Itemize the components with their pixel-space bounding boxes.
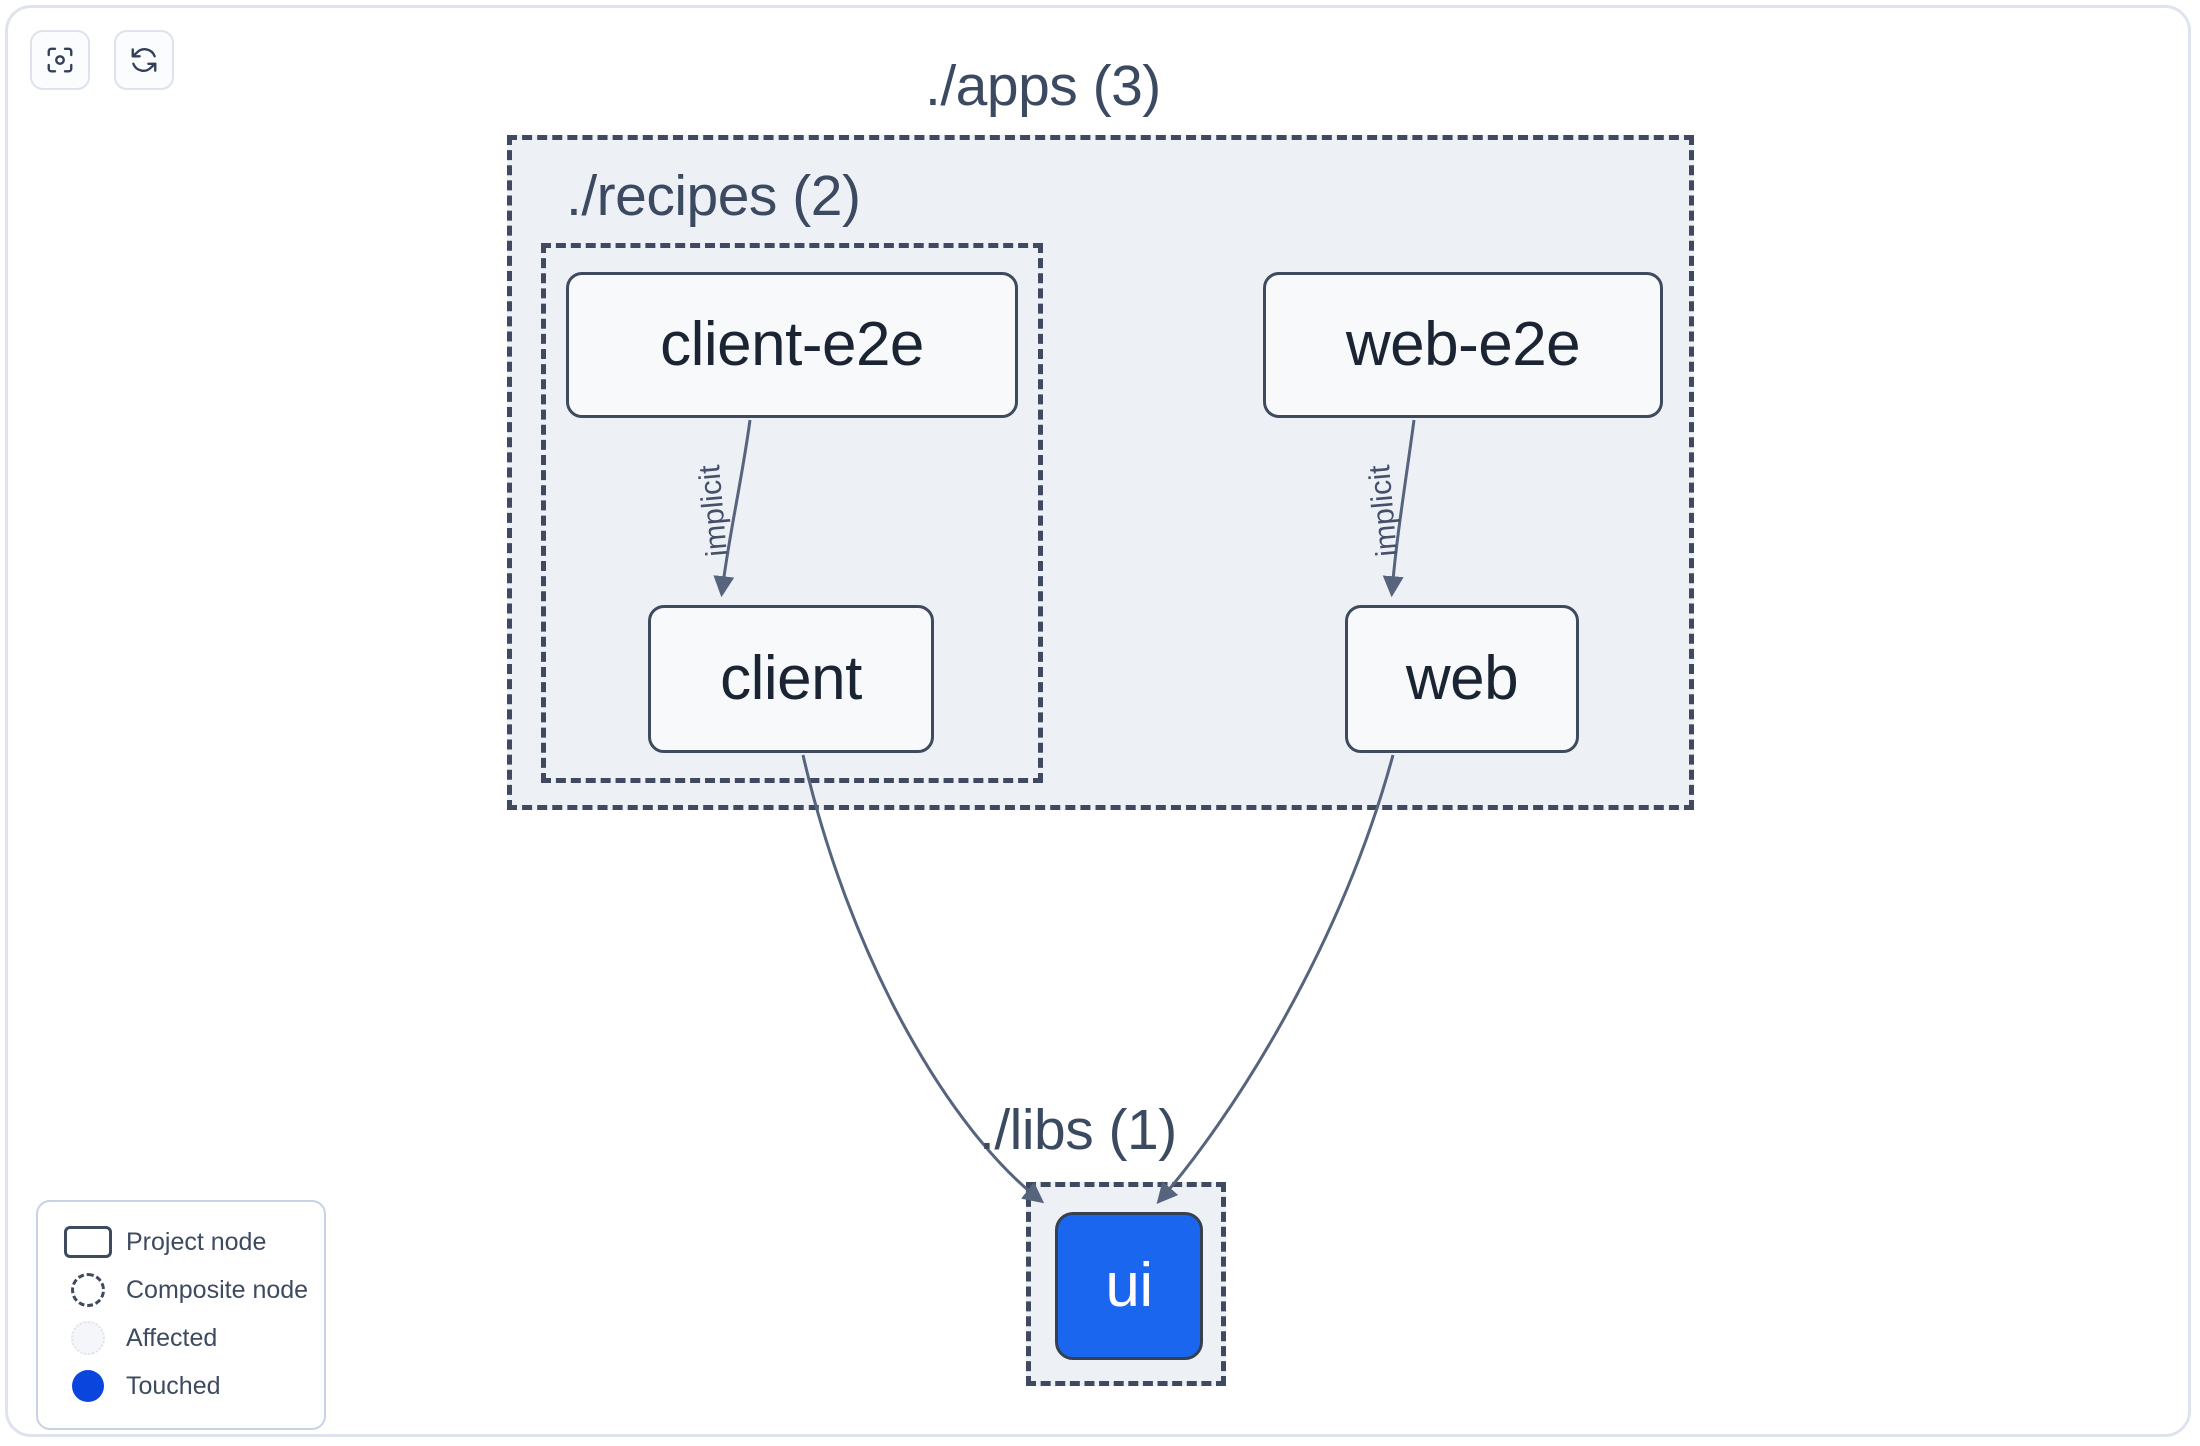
legend-item-affected: Affected [60, 1314, 306, 1362]
touched-swatch [60, 1370, 116, 1402]
refresh-graph-button[interactable] [114, 30, 174, 90]
focus-target-icon [45, 45, 75, 75]
legend-label-touched: Touched [126, 1371, 221, 1400]
group-label-libs: ./libs (1) [979, 1098, 1177, 1162]
legend-label-composite-node: Composite node [126, 1275, 309, 1304]
refresh-icon [129, 45, 159, 75]
legend-item-composite-node: Composite node [60, 1266, 309, 1314]
legend-label-affected: Affected [126, 1323, 218, 1352]
affected-swatch [60, 1321, 116, 1355]
node-web-e2e[interactable]: web-e2e [1263, 272, 1663, 418]
node-client[interactable]: client [648, 605, 934, 753]
project-node-swatch [60, 1226, 116, 1258]
graph-legend: Project node Composite node Affected Tou… [36, 1200, 326, 1430]
node-ui[interactable]: ui [1055, 1212, 1203, 1360]
group-label-recipes: ./recipes (2) [566, 164, 861, 228]
graph-toolbar [30, 30, 174, 90]
legend-item-touched: Touched [60, 1362, 306, 1410]
composite-node-swatch [60, 1273, 116, 1307]
node-web[interactable]: web [1345, 605, 1579, 753]
focus-graph-button[interactable] [30, 30, 90, 90]
group-label-apps: ./apps (3) [925, 54, 1161, 118]
edge-web-to-ui [1156, 754, 1395, 1204]
legend-item-project-node: Project node [60, 1218, 306, 1266]
legend-label-project-node: Project node [126, 1227, 267, 1256]
node-client-e2e[interactable]: client-e2e [566, 272, 1018, 418]
